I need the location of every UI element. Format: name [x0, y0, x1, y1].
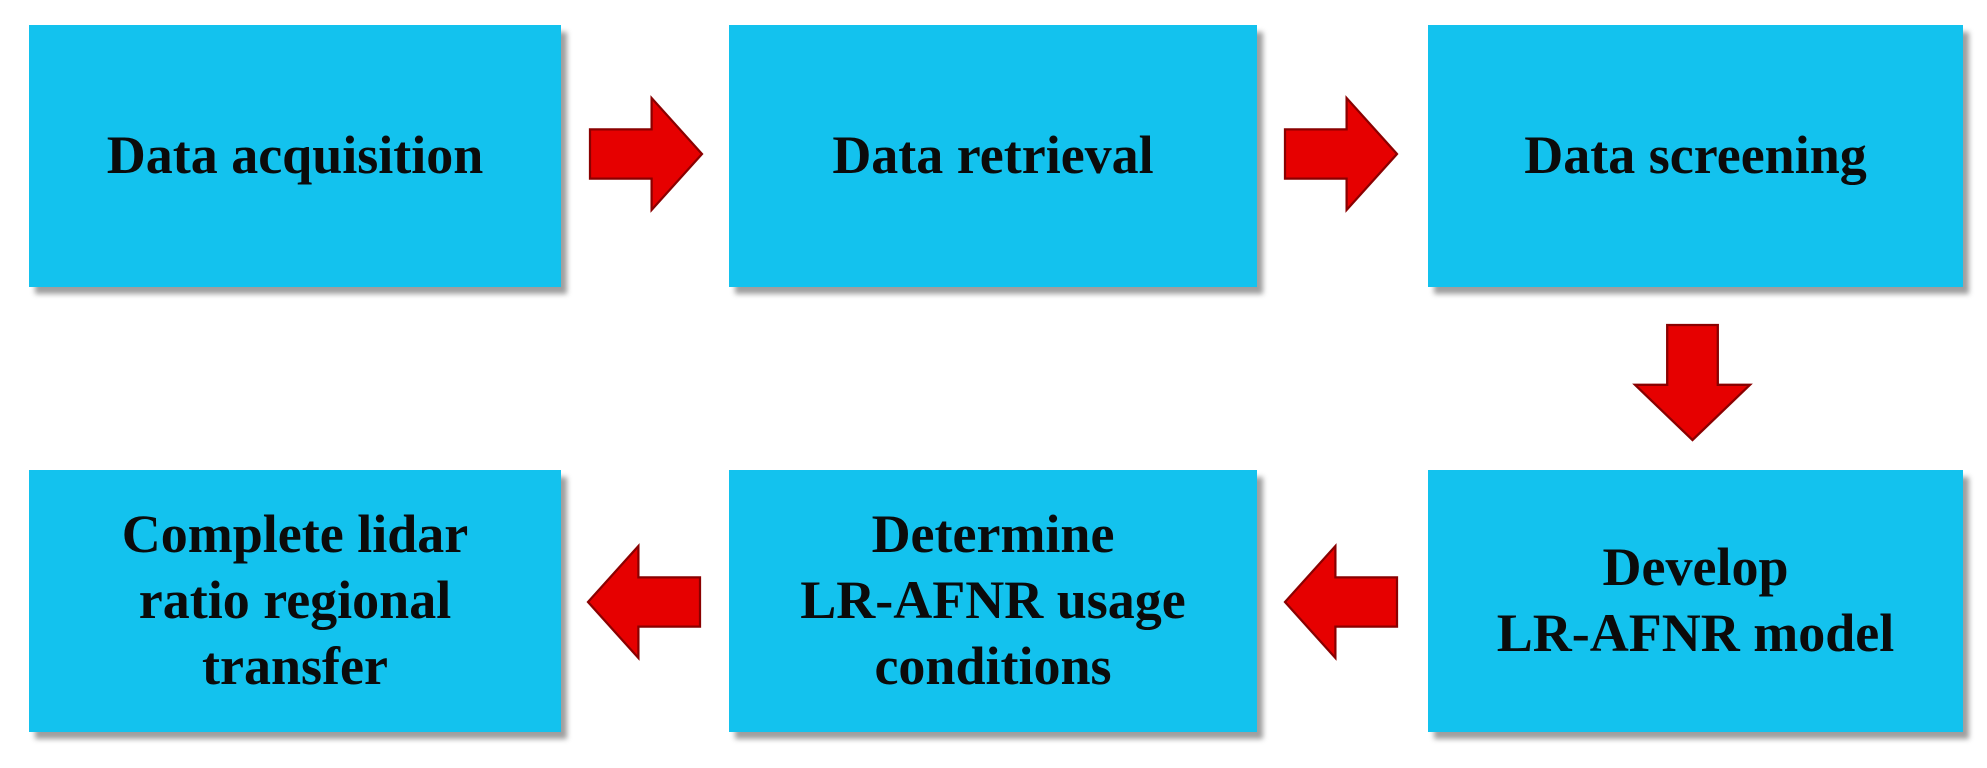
step-develop-model: Develop LR-AFNR model — [1428, 470, 1963, 732]
step-complete-transfer: Complete lidar ratio regional transfer — [29, 470, 561, 732]
step-label-line: ratio regional — [138, 570, 452, 631]
step-label: Determine LR-AFNR usage conditions — [800, 502, 1186, 700]
step-label-line: Complete lidar — [121, 504, 469, 565]
arrow-right-icon — [1283, 95, 1399, 213]
arrow-right-icon — [588, 95, 704, 213]
arrow-left-icon — [586, 543, 702, 661]
step-label: Develop LR-AFNR model — [1497, 535, 1894, 667]
step-data-retrieval: Data retrieval — [729, 25, 1257, 287]
arrow-down-icon — [1632, 323, 1753, 442]
step-label-line: Data screening — [1524, 125, 1867, 186]
step-label-line: Data acquisition — [106, 125, 484, 186]
step-label-line: Determine — [871, 504, 1115, 565]
step-determine-conditions: Determine LR-AFNR usage conditions — [729, 470, 1257, 732]
step-label-line: LR-AFNR usage — [800, 570, 1186, 631]
step-label: Complete lidar ratio regional transfer — [122, 502, 468, 700]
step-data-screening: Data screening — [1428, 25, 1963, 287]
step-label-line: Develop — [1602, 537, 1789, 598]
step-label-line: LR-AFNR model — [1496, 603, 1895, 663]
step-label-line: transfer — [202, 635, 388, 696]
step-label-line: Data retrieval — [832, 125, 1154, 186]
step-label-line: conditions — [874, 635, 1112, 696]
step-data-acquisition: Data acquisition — [29, 25, 561, 287]
arrow-left-icon — [1283, 543, 1399, 661]
